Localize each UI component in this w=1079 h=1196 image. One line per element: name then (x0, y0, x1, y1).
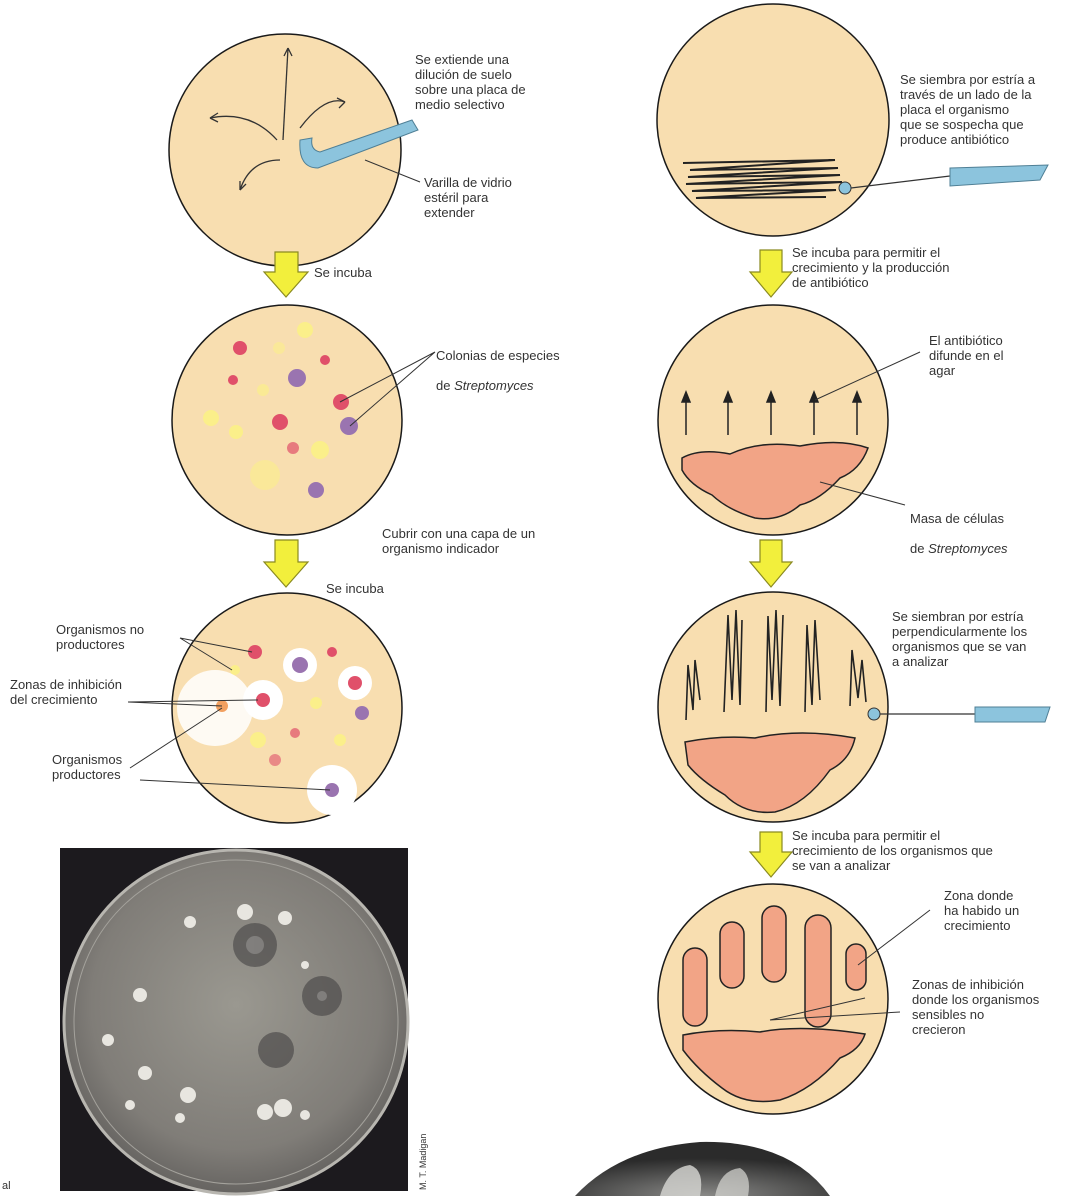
arrow-down-icon (750, 832, 792, 877)
inoculating-loop-icon (868, 708, 880, 720)
plate-diffusion (658, 305, 920, 535)
colonies-genus: Streptomyces (454, 378, 533, 393)
label-incubate-1: Se incuba (314, 265, 372, 280)
label-cross-streak: Se siembran por estría perpendicularment… (892, 609, 1027, 669)
corner-fragment: al (2, 1180, 11, 1192)
partial-photo (575, 1142, 830, 1196)
label-inhibition-zones: Zonas de inhibición del crecimiento (10, 677, 122, 707)
label-diffuse: El antibiótico difunde en el agar (929, 333, 1003, 378)
label-producers: Organismos productores (52, 752, 122, 782)
label-glass-rod: Varilla de vidrio estéril para extender (424, 175, 512, 220)
label-cell-mass: Masa de células de Streptomyces (910, 496, 1008, 556)
plate-spread (169, 34, 420, 266)
label-incubate-test: Se incuba para permitir el crecimiento d… (792, 828, 993, 873)
mass-line1: Masa de células (910, 511, 1004, 526)
petri-dish-photo (60, 848, 408, 1194)
label-inhibition-sensitive: Zonas de inhibición donde los organismos… (912, 977, 1039, 1037)
arrow-down-icon (264, 540, 308, 587)
label-streak-producer: Se siembra por estría a través de un lad… (900, 72, 1035, 147)
label-spread-dilution: Se extiende una dilución de suelo sobre … (415, 52, 526, 112)
colonies-prefix: de (436, 378, 454, 393)
label-nonproducers: Organismos no productores (56, 622, 144, 652)
arrow-down-icon (750, 250, 792, 297)
mass-genus: Streptomyces (928, 541, 1007, 556)
label-colonies: Colonias de especies de Streptomyces (436, 333, 560, 393)
label-incubate-2: Se incuba (326, 581, 384, 596)
plate-colonies (172, 305, 435, 535)
loop-handle (950, 165, 1048, 186)
inoculating-loop-icon (839, 182, 851, 194)
label-growth-zone: Zona donde ha habido un crecimiento (944, 888, 1019, 933)
label-overlay: Cubrir con una capa de un organismo indi… (382, 526, 535, 556)
mass-prefix: de (910, 541, 928, 556)
plate-result (658, 884, 930, 1114)
arrow-down-icon (750, 540, 792, 587)
colonies-line1: Colonias de especies (436, 348, 560, 363)
loop-handle (975, 707, 1050, 722)
label-incubate-antibiotic: Se incuba para permitir el crecimiento y… (792, 245, 950, 290)
photo-credit: M. T. Madigan (416, 1032, 430, 1192)
plate-inhibition (128, 593, 402, 823)
